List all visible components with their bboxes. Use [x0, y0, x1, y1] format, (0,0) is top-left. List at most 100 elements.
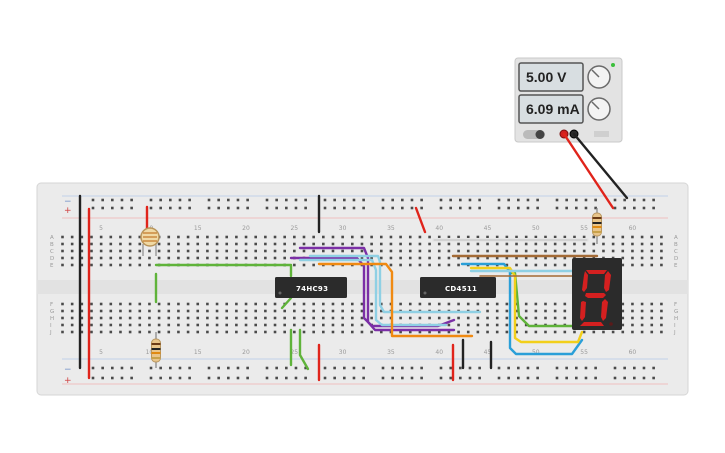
rail-hole[interactable]: [217, 206, 220, 210]
hole[interactable]: [293, 242, 296, 246]
hole[interactable]: [563, 235, 567, 239]
hole[interactable]: [283, 256, 286, 260]
hole[interactable]: [177, 323, 180, 327]
hole[interactable]: [466, 235, 470, 239]
rail-hole[interactable]: [169, 206, 172, 210]
hole[interactable]: [61, 242, 64, 246]
rail-hole[interactable]: [459, 198, 462, 202]
rail-hole[interactable]: [227, 198, 230, 202]
rail-hole[interactable]: [449, 198, 452, 202]
hole[interactable]: [486, 256, 489, 260]
hole[interactable]: [186, 316, 190, 320]
hole[interactable]: [505, 235, 509, 239]
hole[interactable]: [351, 330, 354, 334]
hole[interactable]: [621, 316, 625, 320]
hole[interactable]: [544, 235, 547, 239]
hole[interactable]: [331, 242, 335, 246]
rail-hole[interactable]: [468, 206, 472, 210]
hole[interactable]: [524, 302, 528, 306]
hole[interactable]: [660, 242, 663, 246]
hole[interactable]: [283, 309, 286, 313]
hole[interactable]: [177, 309, 180, 313]
rail-hole[interactable]: [294, 198, 298, 202]
hole[interactable]: [254, 330, 257, 334]
hole[interactable]: [640, 309, 644, 313]
power-supply[interactable]: 5.00 V 6.09 mA: [514, 57, 623, 143]
rail-hole[interactable]: [207, 198, 211, 202]
hole[interactable]: [437, 302, 441, 306]
rail-hole[interactable]: [565, 376, 568, 380]
rail-hole[interactable]: [642, 366, 646, 370]
rail-hole[interactable]: [159, 376, 162, 380]
rail-hole[interactable]: [517, 366, 520, 370]
hole[interactable]: [486, 330, 489, 334]
hole[interactable]: [80, 302, 84, 306]
hole[interactable]: [515, 323, 518, 327]
rail-hole[interactable]: [478, 366, 481, 370]
hole[interactable]: [495, 316, 499, 320]
hole[interactable]: [457, 249, 460, 253]
hole[interactable]: [148, 302, 151, 306]
hole[interactable]: [235, 256, 238, 260]
hole[interactable]: [157, 330, 161, 334]
hole[interactable]: [534, 316, 538, 320]
hole[interactable]: [650, 309, 654, 313]
rail-hole[interactable]: [91, 376, 95, 380]
hole[interactable]: [90, 323, 93, 327]
hole[interactable]: [293, 249, 296, 253]
hole[interactable]: [621, 256, 625, 260]
hole[interactable]: [379, 302, 383, 306]
hole[interactable]: [157, 242, 161, 246]
rail-hole[interactable]: [497, 366, 501, 370]
hole[interactable]: [341, 316, 344, 320]
hole[interactable]: [264, 235, 267, 239]
hole[interactable]: [302, 330, 306, 334]
hole[interactable]: [360, 235, 364, 239]
chip-74hc93[interactable]: 74HC93: [275, 277, 347, 298]
hole[interactable]: [331, 302, 335, 306]
rail-hole[interactable]: [246, 376, 249, 380]
hole[interactable]: [235, 309, 238, 313]
hole[interactable]: [611, 235, 615, 239]
hole[interactable]: [61, 249, 64, 253]
hole[interactable]: [70, 323, 74, 327]
hole[interactable]: [505, 263, 509, 267]
hole[interactable]: [447, 330, 451, 334]
hole[interactable]: [650, 263, 654, 267]
hole[interactable]: [505, 302, 509, 306]
hole[interactable]: [322, 316, 325, 320]
hole[interactable]: [631, 256, 634, 260]
hole[interactable]: [408, 235, 412, 239]
hole[interactable]: [524, 263, 528, 267]
rail-hole[interactable]: [575, 198, 578, 202]
hole[interactable]: [505, 330, 509, 334]
hole[interactable]: [244, 256, 248, 260]
rail-hole[interactable]: [623, 206, 626, 210]
rail-hole[interactable]: [478, 206, 481, 210]
hole[interactable]: [447, 323, 451, 327]
wire-green-bottom-2[interactable]: [298, 328, 310, 371]
rail-hole[interactable]: [159, 206, 162, 210]
hole[interactable]: [244, 249, 248, 253]
hole[interactable]: [273, 302, 277, 306]
rail-hole[interactable]: [613, 206, 617, 210]
rail-hole[interactable]: [381, 376, 385, 380]
rail-hole[interactable]: [507, 206, 510, 210]
hole[interactable]: [447, 249, 451, 253]
rail-hole[interactable]: [343, 366, 346, 370]
rail-hole[interactable]: [555, 366, 559, 370]
hole[interactable]: [592, 235, 596, 239]
hole[interactable]: [186, 309, 190, 313]
hole[interactable]: [225, 316, 229, 320]
hole[interactable]: [244, 330, 248, 334]
hole[interactable]: [157, 316, 161, 320]
hole[interactable]: [331, 330, 335, 334]
hole[interactable]: [128, 235, 132, 239]
hole[interactable]: [206, 242, 209, 246]
rail-hole[interactable]: [391, 376, 394, 380]
hole[interactable]: [109, 242, 113, 246]
rail-hole[interactable]: [410, 366, 414, 370]
hole[interactable]: [650, 249, 654, 253]
hole[interactable]: [544, 309, 547, 313]
hole[interactable]: [640, 249, 644, 253]
